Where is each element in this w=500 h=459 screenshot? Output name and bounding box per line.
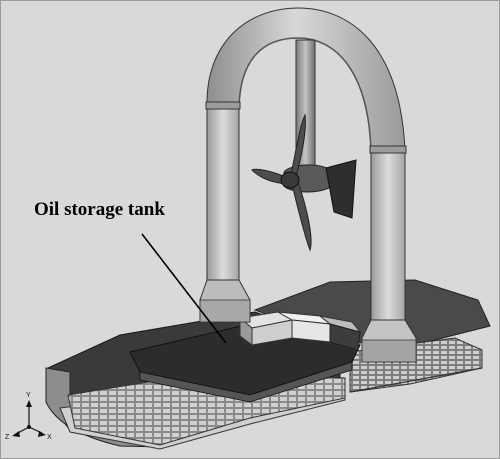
coordinate-triad [12,400,46,437]
arch-left-leg [206,99,240,291]
turbine-blade-lower [291,181,312,252]
turbine-blade-upper [289,113,306,183]
arch-right-base-plinth [361,339,417,363]
rail-right [349,367,483,393]
callout-leader-line [141,233,227,344]
arch-left-collar [205,101,241,110]
triad-y-label: Y [26,392,31,399]
arch-left-base-plinth [199,299,251,323]
turbine-hub [280,171,300,189]
arch-inner-edge [238,37,372,151]
triad-z-label: Z [5,434,10,441]
oil-storage-tank-side [139,361,353,403]
arch-right-leg [370,147,406,331]
callout-label: Oil storage tank [34,199,165,220]
arch-right-collar [369,145,407,154]
triad-x-label: X [47,434,52,441]
turbine-tail-fin [325,159,357,219]
module-box-3-front [329,323,361,351]
turbine-blade-left [251,168,289,185]
module-box-2-front [291,319,331,343]
